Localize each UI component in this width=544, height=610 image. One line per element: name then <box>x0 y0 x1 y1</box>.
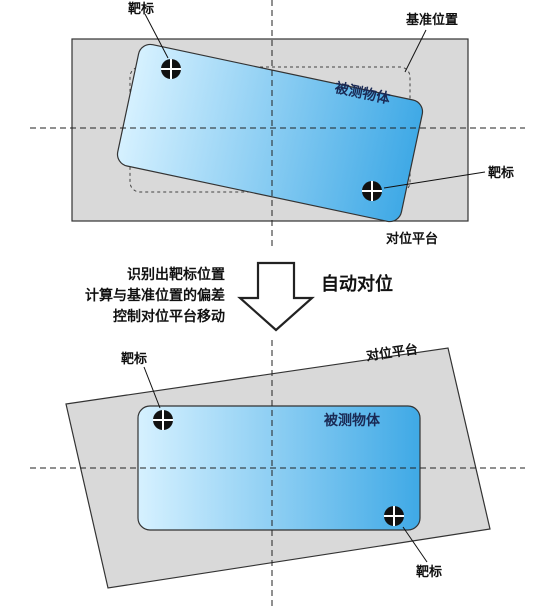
bottom-diagram: 对位平台 靶标 被测物体 靶标 <box>30 340 525 610</box>
top-target-2-leader <box>383 171 486 189</box>
bottom-object-label: 被测物体 <box>324 412 381 429</box>
bottom-target-1-label: 靶标 <box>121 351 147 367</box>
step-line-2: 计算与基准位置的偏差 <box>85 287 225 304</box>
bottom-target-2-icon <box>383 505 405 527</box>
bottom-target-1-leader <box>143 366 161 409</box>
step-line-3: 控制对位平台移动 <box>113 308 225 325</box>
top-platform-label: 对位平台 <box>386 231 438 247</box>
top-diagram: 靶标 基准位置 被测物体 靶标 对位平台 <box>30 0 525 250</box>
top-target-1-label: 靶标 <box>128 1 154 17</box>
bottom-target-1-icon <box>152 409 174 431</box>
bottom-target-2-leader <box>402 526 428 563</box>
process-step: 识别出靶标位置 计算与基准位置的偏差 控制对位平台移动 自动对位 <box>85 261 393 332</box>
step-line-1: 识别出靶标位置 <box>127 266 225 283</box>
bottom-platform-label: 对位平台 <box>365 341 419 364</box>
top-target-2-icon <box>361 180 383 202</box>
down-arrow-icon <box>237 261 315 332</box>
top-target-1-icon <box>160 58 182 80</box>
action-label: 自动对位 <box>321 273 393 295</box>
top-target-1-leader <box>144 13 169 59</box>
reference-leader <box>404 29 427 73</box>
top-object <box>116 43 424 223</box>
reference-position-label: 基准位置 <box>405 12 458 28</box>
top-target-2-label: 靶标 <box>488 165 514 181</box>
bottom-target-2-label: 靶标 <box>416 564 442 580</box>
